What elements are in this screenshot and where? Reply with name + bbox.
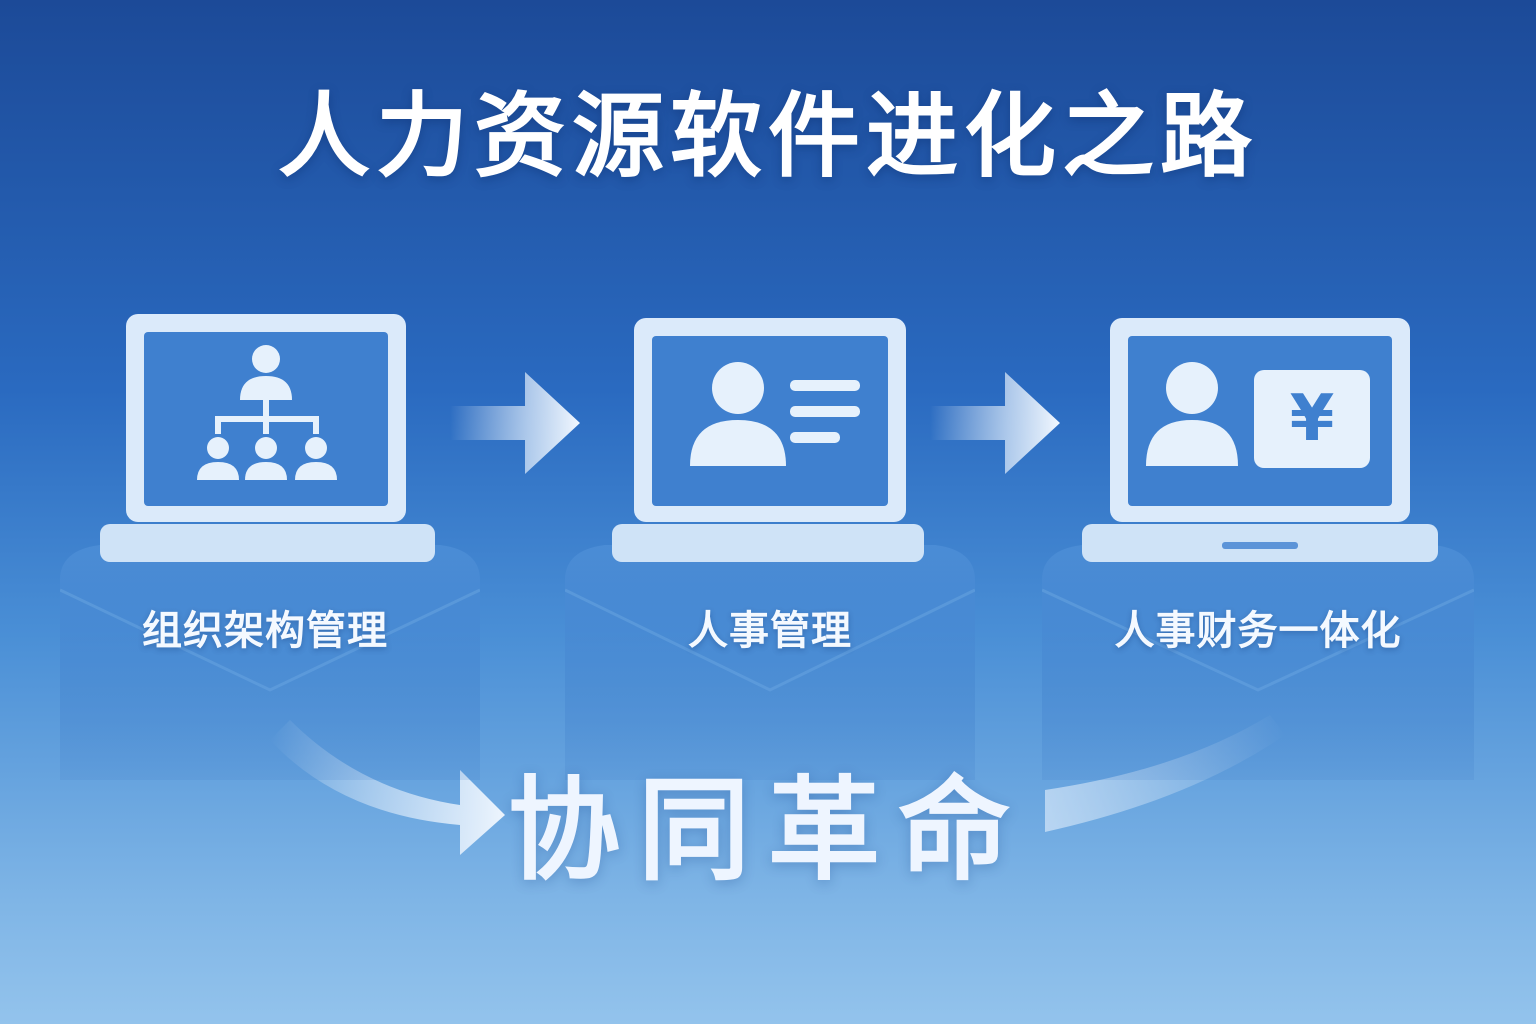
yuan-symbol: ¥ [1290, 382, 1335, 456]
step-label-2: 人事管理 [688, 608, 852, 654]
laptop-1 [100, 314, 435, 562]
step-label-1: 组织架构管理 [142, 608, 388, 654]
org-chart-icon [197, 345, 337, 480]
profile-card-icon [690, 362, 860, 466]
person-yuan-icon [1146, 362, 1370, 468]
pedestal-2 [565, 545, 975, 780]
pedestal-1 [60, 545, 480, 780]
laptop-2 [612, 318, 924, 562]
laptop-3: ¥ [1082, 318, 1438, 562]
arrow-right-2 [930, 372, 1060, 474]
bottom-slogan: 协同革命 [508, 766, 1028, 896]
arrow-right-1 [450, 372, 580, 474]
page-title: 人力资源软件进化之路 [277, 83, 1258, 190]
pedestal-3 [1042, 545, 1474, 780]
step-label-3: 人事财务一体化 [1114, 608, 1402, 654]
